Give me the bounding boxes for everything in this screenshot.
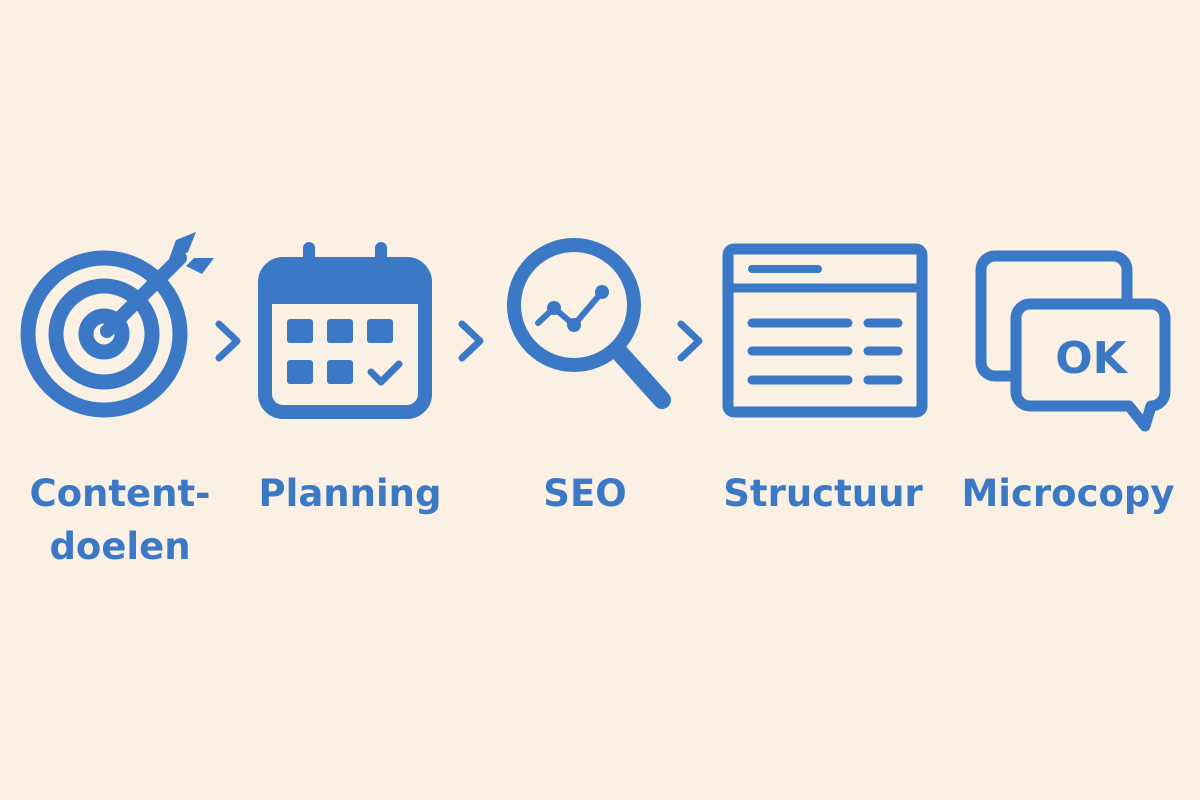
chevron-right-icon (675, 318, 705, 368)
label-seo: SEO (543, 472, 627, 515)
label-content-doelen: Content- doelen (22, 467, 218, 573)
document-layout-icon (722, 243, 928, 418)
bubble-text: OK (1055, 333, 1128, 384)
chevron-right-icon (213, 318, 243, 368)
target-icon (18, 226, 218, 426)
label-line-1: Content- (29, 472, 211, 515)
chat-bubbles-icon: OK (975, 248, 1175, 438)
label-structuur: Structuur (723, 472, 923, 515)
label-planning: Planning (258, 472, 442, 515)
calendar-icon (257, 240, 432, 420)
chevron-right-icon (456, 318, 486, 368)
label-microcopy: Microcopy (961, 472, 1175, 515)
label-line-2: doelen (49, 525, 191, 568)
magnifier-chart-icon (504, 235, 674, 415)
